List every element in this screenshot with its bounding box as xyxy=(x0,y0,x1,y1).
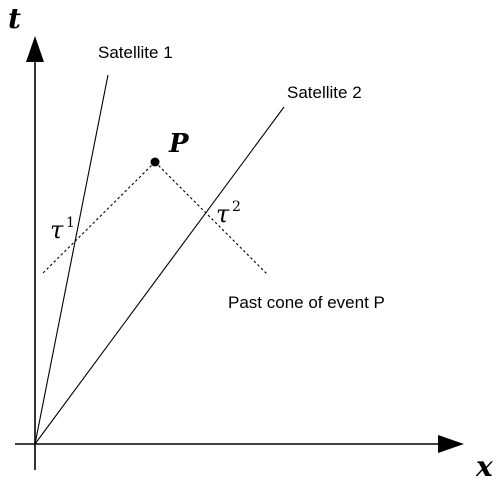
t-axis-arrowhead xyxy=(26,36,44,62)
x-axis-arrowhead xyxy=(438,435,464,453)
past-cone-left-edge xyxy=(41,161,156,275)
past-cone-right-edge xyxy=(154,161,268,275)
satellite-2-label: Satellite 2 xyxy=(287,83,362,102)
tau-2-superscript: 2 xyxy=(232,199,241,215)
satellite-1-label: Satellite 1 xyxy=(98,43,173,62)
x-axis-label: x xyxy=(475,450,493,483)
tau-2-symbol: τ xyxy=(216,200,230,228)
event-p-dot xyxy=(150,157,160,167)
satellite-2-worldline xyxy=(34,106,285,445)
satellite-1-worldline xyxy=(34,74,109,445)
tau-1-symbol: τ xyxy=(50,216,64,244)
event-p-label: P xyxy=(168,129,190,159)
t-axis-label: t xyxy=(8,2,21,35)
past-cone-label: Past cone of event P xyxy=(228,293,385,312)
tau-1-superscript: 1 xyxy=(66,215,75,231)
